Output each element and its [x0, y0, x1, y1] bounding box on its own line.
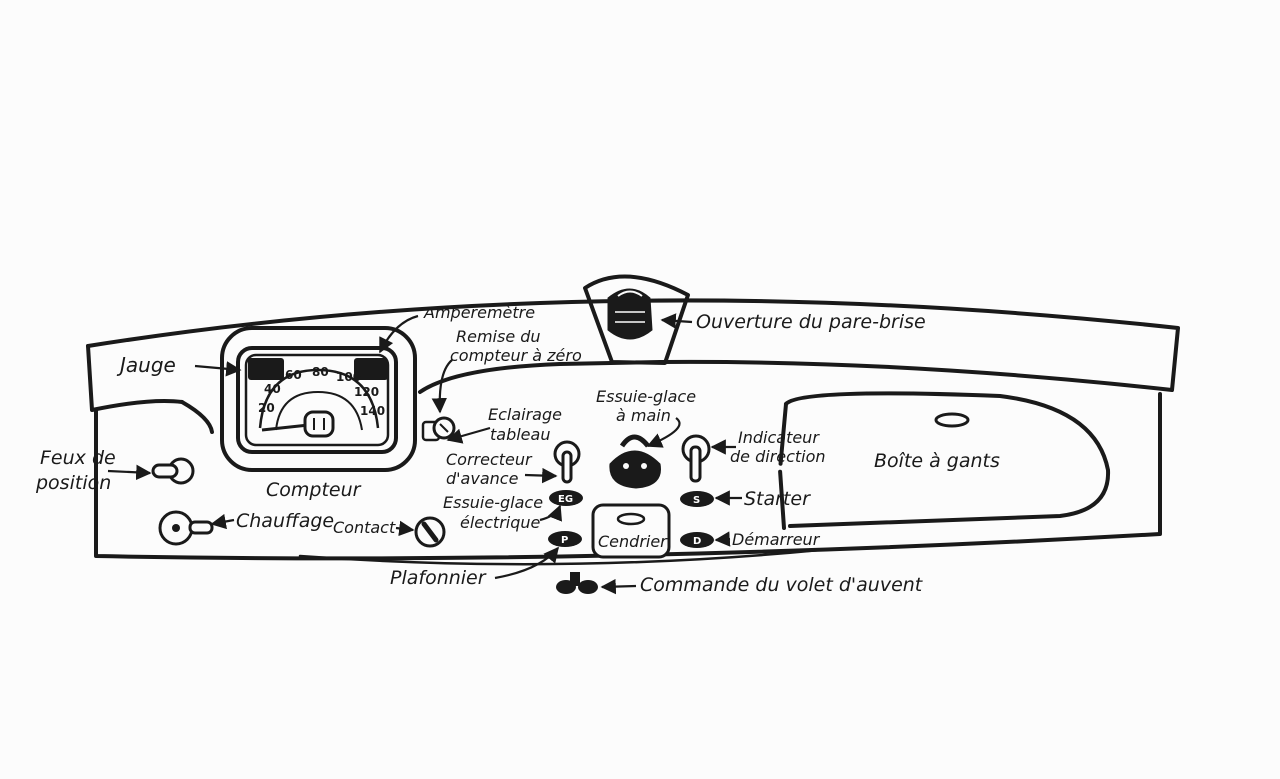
label-commande: Commande du volet d'auvent [640, 574, 924, 596]
arrow-feux [107, 464, 152, 481]
speed-scale-100: 100 [336, 370, 361, 384]
speed-scale-20: 20 [258, 401, 275, 415]
label-feux-1: Feux de [40, 447, 116, 469]
label-remise-2: compteur à zéro [450, 346, 582, 365]
label-correcteur-2: d'avance [446, 469, 519, 488]
label-remise-1: Remise du [456, 327, 541, 346]
arrow-eclairage [446, 426, 491, 444]
arrow-remise [431, 359, 453, 414]
arrow-plafonnier [494, 546, 559, 580]
label-essuie-elec-2: électrique [460, 513, 541, 532]
starter-knob[interactable]: S [680, 491, 714, 507]
label-cendrier: Cendrier [598, 532, 668, 551]
demarreur-knob-text: D [693, 536, 701, 547]
speedometer-cluster: 20 40 60 80 100 120 140 [220, 326, 417, 472]
label-jauge: Jauge [116, 353, 176, 377]
ashtray[interactable] [591, 503, 671, 559]
label-essuie-main-1: Essuie-glace [596, 387, 696, 406]
label-correcteur-1: Correcteur [446, 450, 533, 469]
demarreur-knob[interactable]: D [680, 532, 714, 548]
glove-box[interactable] [778, 391, 1111, 530]
label-plafonnier: Plafonnier [390, 567, 487, 589]
speed-scale-60: 60 [285, 368, 302, 382]
position-lights-switch[interactable] [151, 457, 195, 485]
label-contact: Contact [333, 518, 396, 537]
label-eclairage-2: tableau [490, 425, 550, 444]
label-essuie-elec-1: Essuie-glace [443, 493, 543, 512]
heating-control[interactable] [158, 510, 214, 546]
label-boite: Boîte à gants [874, 450, 1000, 472]
windscreen-bracket [583, 274, 690, 365]
label-amperemetre: Ampèremètre [423, 303, 535, 322]
arrow-demarreur [714, 531, 731, 547]
speed-scale-120: 120 [354, 385, 379, 399]
arrow-ouverture [660, 313, 693, 329]
glove-box-latch[interactable] [934, 412, 970, 428]
turn-indicator-lever[interactable] [681, 434, 711, 483]
arrow-essuie-elec [539, 504, 562, 522]
label-indicateur-2: de direction [730, 447, 826, 466]
trip-reset-knob[interactable] [421, 416, 456, 442]
ammeter-window [354, 358, 388, 380]
arrow-commande [600, 578, 637, 595]
starter-knob-text: S [693, 495, 700, 506]
arrow-essuie-main [646, 417, 681, 448]
arrow-jauge [194, 361, 242, 377]
ignition-switch[interactable] [414, 516, 446, 548]
advance-corrector-lever[interactable] [553, 440, 581, 484]
label-essuie-main-2: à main [616, 406, 671, 425]
speed-scale-140: 140 [360, 404, 385, 418]
label-indicateur-1: Indicateur [738, 428, 820, 447]
electric-wiper-knob-text: EG [558, 494, 573, 505]
arrow-amperemetre [379, 314, 419, 354]
label-eclairage-1: Eclairage [488, 405, 562, 424]
label-demarreur: Démarreur [732, 530, 821, 549]
label-chauffage: Chauffage [236, 510, 334, 532]
fuel-gauge-window [248, 358, 284, 380]
arrow-correcteur [524, 467, 558, 484]
windscreen-knob[interactable] [607, 288, 653, 340]
label-ouverture: Ouverture du pare-brise [696, 311, 926, 333]
labels: Jauge Ampèremètre Remise du compteur à z… [35, 303, 1000, 596]
speed-scale-80: 80 [312, 365, 329, 379]
label-feux-2: position [35, 472, 111, 494]
odometer [303, 410, 335, 438]
arrow-contact [395, 520, 415, 537]
speed-scale-40: 40 [264, 382, 281, 396]
plafonnier-knob-text: P [561, 535, 568, 546]
label-compteur: Compteur [266, 479, 362, 501]
manual-wiper-knob[interactable] [609, 434, 661, 489]
label-starter: Starter [744, 488, 811, 510]
vent-flap-control[interactable] [556, 572, 598, 594]
electric-wiper-knob[interactable]: EG [549, 490, 583, 506]
leader-arrows [107, 313, 742, 595]
arrow-chauffage [210, 513, 235, 530]
plafonnier-knob[interactable]: P [548, 531, 582, 547]
